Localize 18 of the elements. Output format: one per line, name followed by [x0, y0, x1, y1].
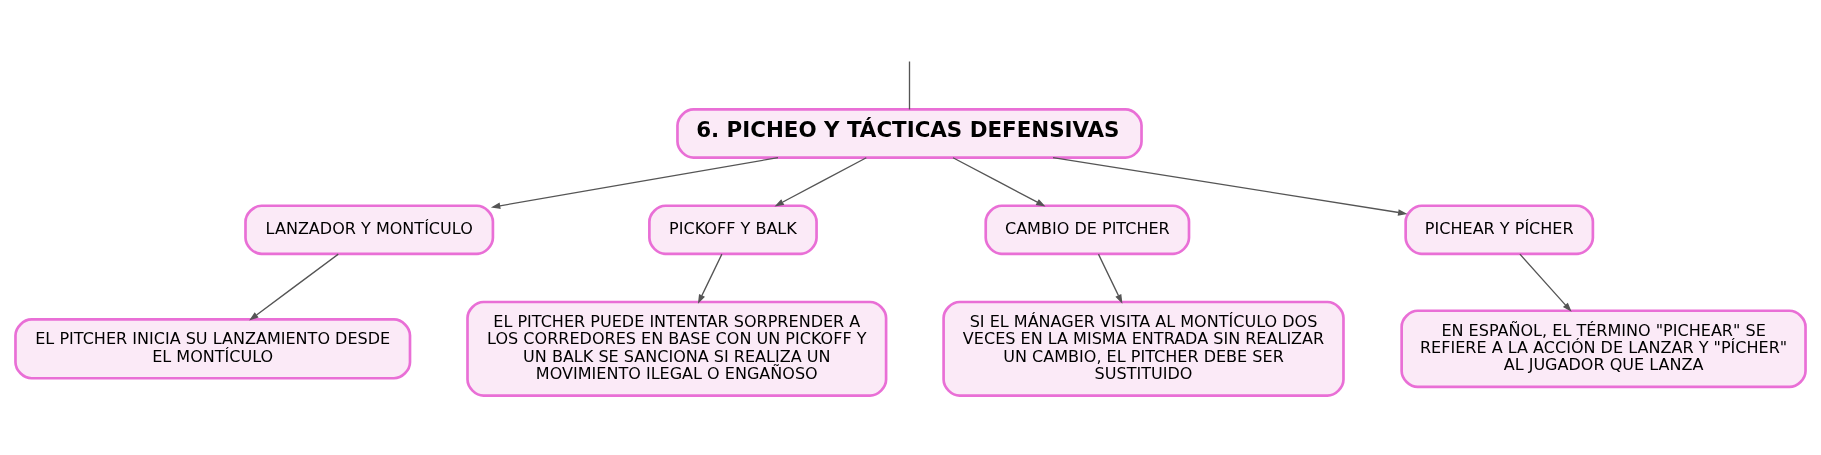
connector: [908, 60, 911, 110]
arrow: [249, 253, 339, 320]
node-box: PICHEAR Y PÍCHER: [1404, 203, 1595, 255]
node-box: SI EL MÁNAGER VISITA AL MONTÍCULO DOS VECES EN LA MISMA ENTRADA SIN REALIZAR UN CAMBIO, EL PITCHER DEBE SER SUSTITUIDO: [942, 300, 1345, 397]
arrow: [774, 156, 867, 206]
node-box: EL PITCHER INICIA SU LANZAMIENTO DESDE EL MONTÍCULO: [14, 317, 412, 380]
arrow: [490, 156, 779, 209]
arrow: [697, 253, 723, 304]
arrow: [952, 156, 1046, 206]
arrow: [1519, 253, 1572, 312]
node-box: LANZADOR Y MONTÍCULO: [244, 203, 495, 255]
node-box: PICKOFF Y BALK: [648, 203, 818, 255]
node-box: EL PITCHER PUEDE INTENTAR SORPRENDER A LOS CORREDORES EN BASE CON UN PICKOFF Y UN BALK SE SANCIONA SI REALIZA UN MOVIMIENTO ILEGAL O ENGAÑOSO: [466, 300, 888, 397]
arrow: [1052, 156, 1408, 216]
node-box: EN ESPAÑOL, EL TÉRMINO "PICHEAR" SE REFIERE A LA ACCIÓN DE LANZAR Y "PÍCHER" AL JUGADOR QUE LANZA: [1400, 308, 1807, 388]
node-box: CAMBIO DE PITCHER: [984, 203, 1191, 255]
arrow: [1097, 253, 1123, 304]
node-box: 6. PICHEO Y TÁCTICAS DEFENSIVAS: [676, 107, 1143, 159]
